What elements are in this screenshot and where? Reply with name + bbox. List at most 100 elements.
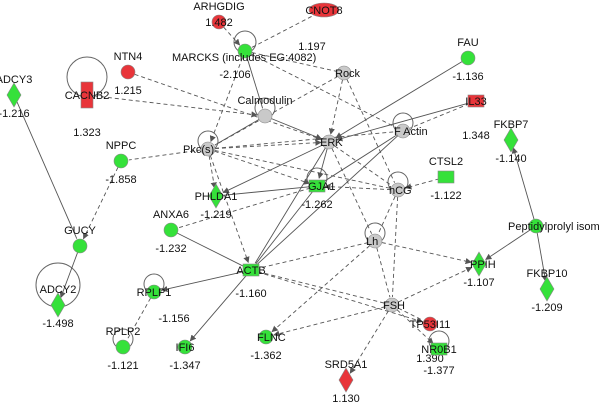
node-rplp1[interactable]: RPLP1-1.156 xyxy=(137,284,190,325)
edge-cacnb2-to-calmodulin xyxy=(93,95,258,118)
node-label-fsh: FSH xyxy=(383,300,405,312)
node-shape-ntn4 xyxy=(120,64,136,80)
node-calmodulin[interactable]: Calmodulin xyxy=(237,95,293,124)
node-value-flnc: -1.362 xyxy=(250,350,281,362)
node-ppi[interactable]: Peptidylprolyl isomerase xyxy=(508,218,600,234)
edge-ppi-to-ppih xyxy=(485,229,531,260)
node-label-tp53i11: TP53I11 xyxy=(410,319,451,331)
node-label-nr0b1: NR0B1 xyxy=(421,344,456,356)
node-shape-nppc xyxy=(113,153,129,169)
node-fkbp10[interactable]: FKBP10-1.209 xyxy=(527,268,568,314)
edge-ntn4-to-erk xyxy=(134,73,323,141)
node-shape-rplp1 xyxy=(146,284,162,300)
node-value-fau: -1.136 xyxy=(452,71,483,83)
node-anxa6[interactable]: ANXA6-1.232 xyxy=(153,209,189,255)
edge-ctsl2-to-hcg xyxy=(405,178,440,190)
node-label-cnot8: CNOT8 xyxy=(305,5,342,17)
node-label-nppc: NPPC xyxy=(106,140,137,152)
node-lh[interactable]: Lh xyxy=(366,233,383,249)
edge-actb-to-tp53i11 xyxy=(257,271,423,324)
node-fkbp7[interactable]: FKBP7-1.140 xyxy=(494,119,529,165)
node-actb[interactable]: ACTB-1.160 xyxy=(235,263,267,300)
node-fau[interactable]: FAU -1.136 xyxy=(452,37,483,83)
node-shape-srd5a1 xyxy=(338,367,354,393)
edge-rock-to-erk xyxy=(328,79,343,135)
node-gucy[interactable]: GUCY xyxy=(64,225,97,254)
node-value-gja1: -1.262 xyxy=(301,199,332,211)
node-value-cacnb2: 1.323 xyxy=(73,127,101,139)
edge-gja1-to-anxa6 xyxy=(178,187,311,229)
node-label-erk: ERK xyxy=(320,137,343,149)
edge-gucy-to-adcy2 xyxy=(59,252,78,299)
node-erk[interactable]: ERK xyxy=(320,134,343,150)
edge-phlda1-to-gja1 xyxy=(222,186,310,196)
edge-erk-to-lh xyxy=(331,148,373,234)
node-label-fkbp10: FKBP10 xyxy=(527,268,568,280)
node-value-nppc: -1.858 xyxy=(105,174,136,186)
node-gja1[interactable]: GJA1-1.262 xyxy=(301,179,336,211)
node-value-tp53i11: 1.390 xyxy=(416,353,444,365)
edge-anxa6-to-actb xyxy=(177,232,245,267)
node-shape-anxa6 xyxy=(163,222,179,238)
node-ppih[interactable]: PPIH-1.107 xyxy=(463,251,496,289)
node-factin[interactable]: F Actin xyxy=(394,123,428,139)
node-adcy2[interactable]: ADCY2-1.498 xyxy=(40,284,77,330)
node-label-fau: FAU xyxy=(457,37,478,49)
edge-hcg-to-lh xyxy=(377,196,396,234)
node-label-calmodulin: Calmodulin xyxy=(237,95,292,107)
node-shape-hcg xyxy=(390,182,406,198)
node-shape-cnot8 xyxy=(308,2,340,18)
node-rock[interactable]: Rock xyxy=(335,65,361,81)
node-label-factin: F Actin xyxy=(394,126,428,138)
node-label-ppi: Peptidylprolyl isomerase xyxy=(508,221,600,233)
edge-calmodulin-to-erk xyxy=(271,118,323,140)
edge-hcg-to-fsh xyxy=(391,196,399,298)
edge-pkc-to-phlda1 xyxy=(208,155,217,189)
node-ifi6[interactable]: IFI6-1.347 xyxy=(169,339,201,372)
node-value-ifi6: -1.347 xyxy=(169,360,200,372)
node-label-ctsl2: CTSL2 xyxy=(429,156,463,168)
node-value-nr0b1: -1.377 xyxy=(423,365,454,377)
node-rplp2[interactable]: RPLP2-1.121 xyxy=(106,326,141,372)
node-shape-cacnb2 xyxy=(80,81,94,109)
node-ctsl2[interactable]: CTSL2-1.122 xyxy=(429,156,463,202)
node-label-il33: IL33 xyxy=(465,96,486,108)
edge-lh-to-fsh xyxy=(376,247,391,298)
node-value-adcy3: -1.216 xyxy=(0,108,30,120)
node-shape-rplp2 xyxy=(115,339,131,355)
node-shape-arhgdig xyxy=(211,14,227,30)
node-tp53i11[interactable]: TP53I11 1.390 xyxy=(410,316,451,365)
edge-fau-to-erk xyxy=(335,61,463,139)
node-flnc[interactable]: FLNC-1.362 xyxy=(250,329,286,362)
node-adcy3[interactable]: ADCY3-1.216 xyxy=(0,74,32,120)
node-shape-ppih xyxy=(471,251,487,277)
node-value-adcy2: -1.498 xyxy=(42,318,73,330)
node-value-srd5a1: 1.130 xyxy=(332,393,360,405)
node-value-fkbp7: -1.140 xyxy=(495,153,526,165)
node-pkc[interactable]: Pkc(s) xyxy=(183,141,216,157)
node-marcks[interactable]: MARCKS (includes EG:4082)-2.106 xyxy=(172,43,316,81)
node-nppc[interactable]: NPPC -1.858 xyxy=(105,140,136,186)
edge-erk-to-gja1 xyxy=(317,148,328,179)
node-hcg[interactable]: hCG xyxy=(389,182,412,198)
node-shape-phlda1 xyxy=(208,183,224,209)
node-cnot8[interactable]: CNOT8 1.197 xyxy=(298,2,343,53)
node-value-cnot8: 1.197 xyxy=(298,41,326,53)
node-shape-ppi xyxy=(528,218,544,234)
node-value-arhgdig: 1.482 xyxy=(205,17,233,29)
node-nr0b1[interactable]: NR0B1 -1.377 xyxy=(421,342,457,377)
edge-marcks-to-factin xyxy=(251,53,397,128)
edge-il33-to-erk xyxy=(336,102,470,142)
node-phlda1[interactable]: PHLDA1-1.219 xyxy=(195,183,238,221)
edge-rock-to-hcg xyxy=(346,79,396,183)
edge-fsh-to-ppih xyxy=(398,266,473,303)
node-value-actb: -1.160 xyxy=(235,288,266,300)
node-fsh[interactable]: FSH xyxy=(383,297,405,313)
edge-pkc-to-gja1 xyxy=(214,150,311,185)
